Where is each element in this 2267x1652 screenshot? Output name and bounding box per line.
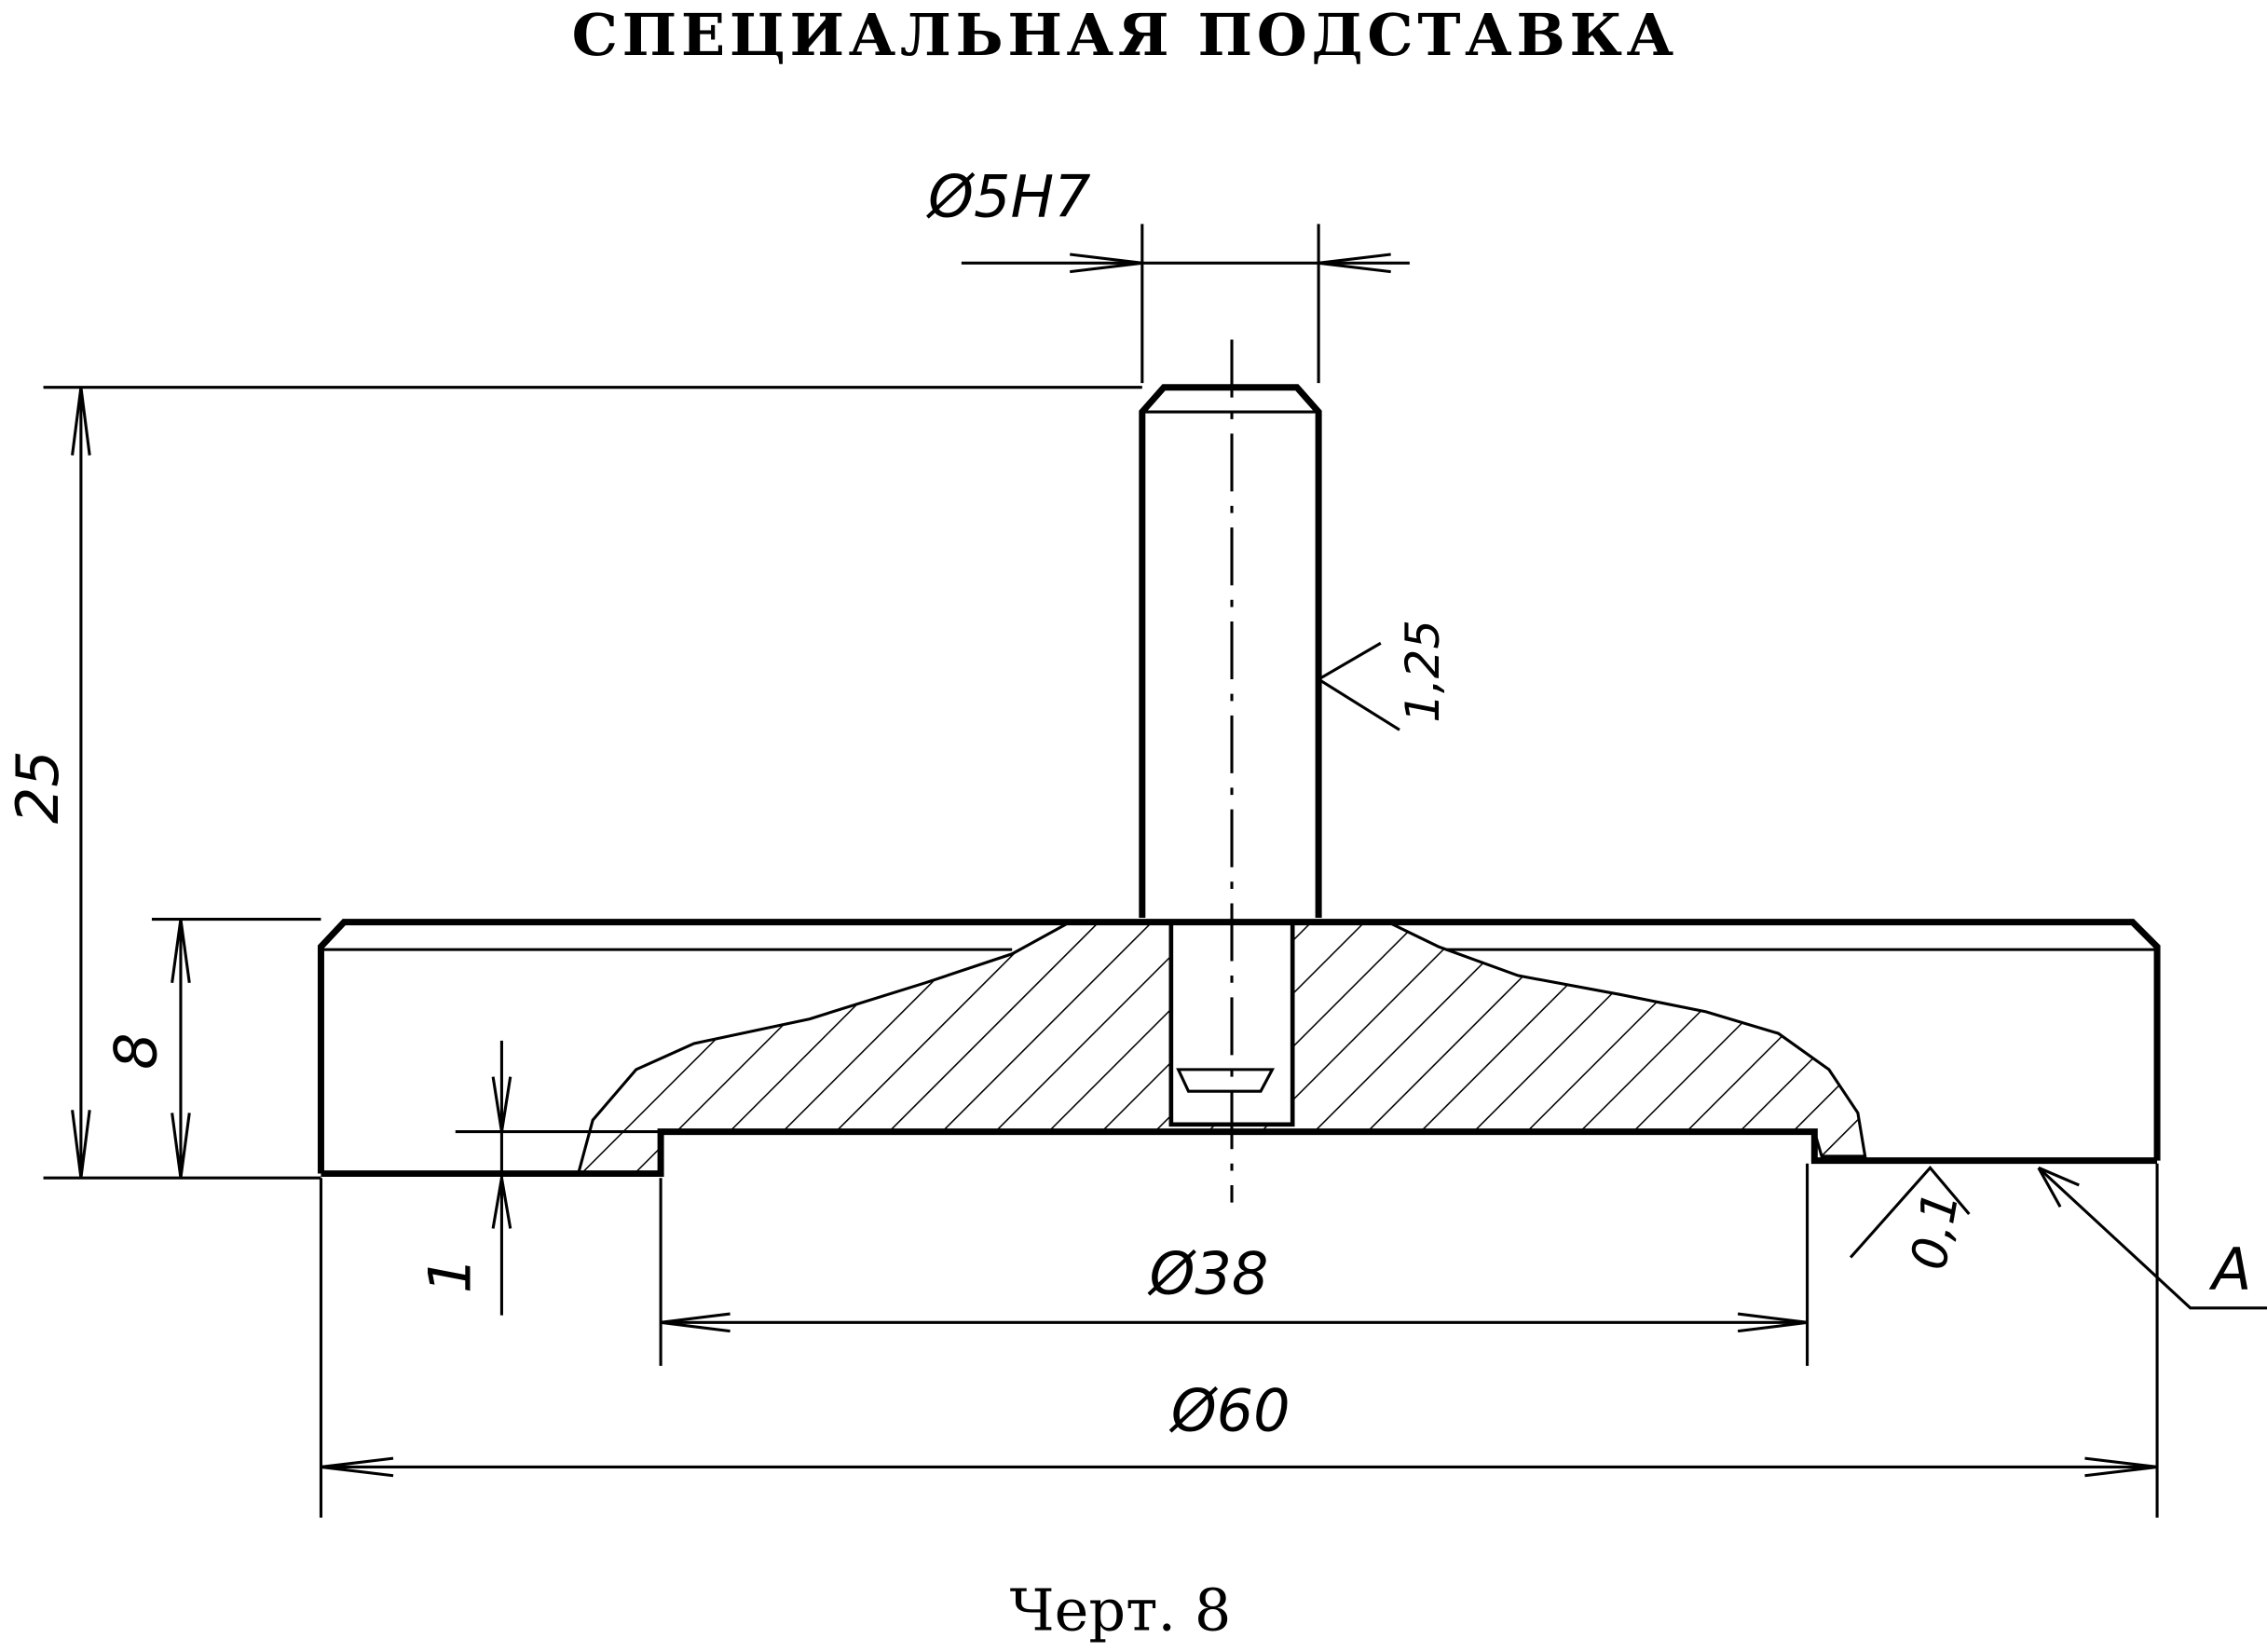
recess-depth-label: 1 xyxy=(416,1257,484,1293)
drawing-title: СПЕЦИАЛЬНАЯ ПОДСТАВКА xyxy=(572,1,1678,69)
total-height-label: 25 xyxy=(4,750,72,824)
datum-label: A xyxy=(2208,1236,2251,1304)
flatness-label: 0,1 xyxy=(1901,1187,1971,1274)
recess-diameter-label: Ø38 xyxy=(1147,1239,1269,1307)
drawing-caption: Черт. 8 xyxy=(1010,1577,1232,1645)
base-diameter-label: Ø60 xyxy=(1168,1377,1291,1445)
roughness-label: 1,25 xyxy=(1396,620,1450,722)
base-height-label: 8 xyxy=(102,1032,171,1069)
pin-diameter-label: Ø5H7 xyxy=(925,163,1090,231)
base-outline xyxy=(317,919,2161,1174)
